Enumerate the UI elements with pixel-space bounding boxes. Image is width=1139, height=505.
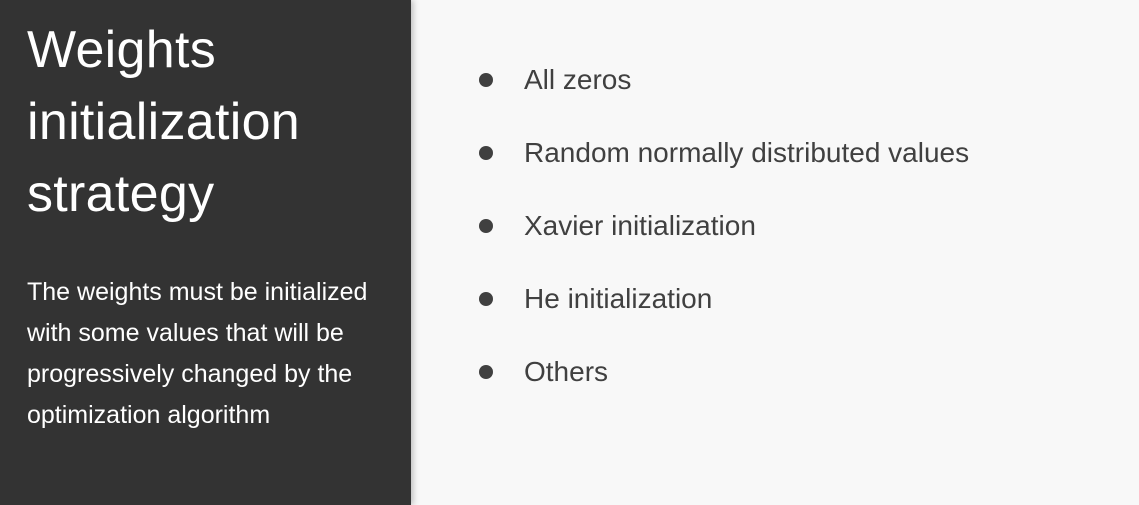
bullet-dot-icon: [479, 218, 493, 233]
bullet-item: Xavier initialization: [479, 189, 969, 262]
content-panel: All zeros Random normally distributed va…: [411, 0, 1139, 505]
bullet-dot-icon: [479, 145, 493, 160]
bullet-item: He initialization: [479, 262, 969, 335]
slide-title: Weights initialization strategy: [27, 21, 301, 223]
bullet-item: Others: [479, 335, 969, 408]
bullet-item: All zeros: [479, 43, 969, 116]
bullet-list: All zeros Random normally distributed va…: [479, 43, 969, 408]
bullet-item: Random normally distributed values: [479, 116, 969, 189]
bullet-dot-icon: [479, 291, 493, 306]
bullet-dot-icon: [479, 364, 493, 379]
slide-description: The weights must be initialized with som…: [27, 278, 368, 429]
bullet-dot-icon: [479, 72, 493, 87]
bullet-text: Random normally distributed values: [524, 136, 970, 168]
bullet-text: All zeros: [524, 63, 632, 95]
title-panel: Weights initialization strategy The weig…: [0, 0, 411, 505]
bullet-text: Others: [524, 355, 609, 387]
bullet-text: He initialization: [524, 282, 713, 314]
bullet-text: Xavier initialization: [524, 209, 756, 241]
